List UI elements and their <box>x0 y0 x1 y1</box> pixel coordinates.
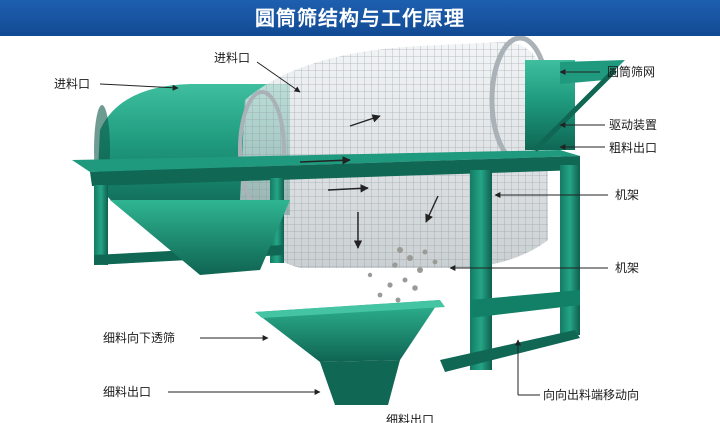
label-drive-device: 驱动装置 <box>609 118 658 132</box>
label-fines-through-screen: 细料向下透筛 <box>103 331 176 345</box>
label-feed-inlet-top: 进料口 <box>214 51 251 65</box>
label-feed-inlet-left: 进料口 <box>54 77 91 91</box>
trommel-screen-illustration <box>72 36 625 405</box>
fines-hopper <box>255 300 445 405</box>
label-frame-upper: 机架 <box>615 188 640 202</box>
frame-right <box>440 165 580 372</box>
falling-particles <box>367 247 438 303</box>
label-drum-screen: 圆筒筛网 <box>607 65 656 79</box>
label-fines-outlet: 细料出口 <box>103 385 152 399</box>
label-bottom-cut: 细料出口 <box>386 413 435 423</box>
label-coarse-outlet: 粗料出口 <box>609 141 658 155</box>
callout-lines <box>99 61 608 396</box>
label-frame-lower: 机架 <box>615 261 640 275</box>
page-title: 圆筒筛结构与工作原理 <box>255 6 465 30</box>
lower-chute <box>110 200 290 275</box>
header-bar: 圆筒筛结构与工作原理 <box>0 0 720 36</box>
flow-arrows <box>299 114 439 249</box>
label-move-to-discharge-end: 向向出料端移动向 <box>543 388 640 402</box>
